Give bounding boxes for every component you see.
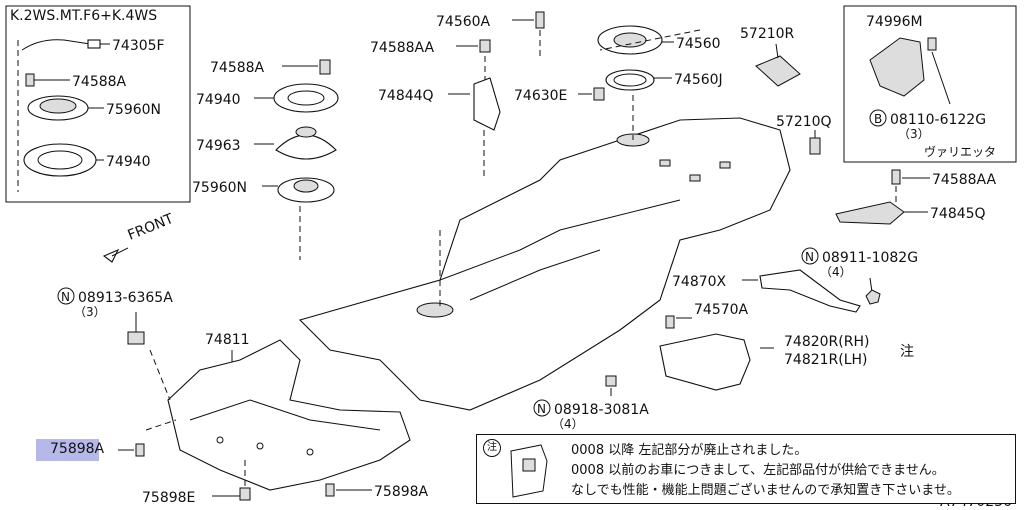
label-74560J: 74560J bbox=[674, 72, 723, 88]
label-74630E: 74630E bbox=[514, 88, 567, 104]
note-mark-label: 注 bbox=[900, 344, 914, 360]
bracket-74820R bbox=[659, 333, 751, 391]
label-08110: 08110-6122G bbox=[890, 112, 986, 128]
qty-08911: （4） bbox=[820, 265, 852, 279]
label-variety: ヴァリエッタ bbox=[924, 144, 996, 159]
qty-08918: （4） bbox=[552, 417, 584, 431]
label-74940-inset: 74940 bbox=[106, 154, 151, 170]
qty-08110: （3） bbox=[898, 127, 930, 141]
label-57210Q: 57210Q bbox=[776, 114, 832, 130]
shift-plate bbox=[273, 83, 339, 113]
clip-part bbox=[127, 331, 145, 345]
bracket-74845Q bbox=[835, 201, 905, 225]
label-74870X: 74870X bbox=[672, 274, 727, 290]
bolt-part bbox=[25, 73, 35, 87]
label-74588A: 74588A bbox=[210, 60, 265, 76]
label-74560A: 74560A bbox=[436, 14, 491, 30]
label-74820R: 74820R(RH) bbox=[784, 334, 869, 350]
b-symbol-label: B bbox=[874, 112, 882, 126]
n-symbol-label-2: N bbox=[805, 250, 814, 264]
bracket-illustration bbox=[510, 444, 548, 498]
bracket-74844Q bbox=[473, 77, 501, 131]
qty-08913: （3） bbox=[74, 305, 106, 319]
inset-box-right bbox=[843, 5, 1017, 163]
label-08911: 08911-1082G bbox=[822, 250, 918, 266]
label-75960N-inset: 75960N bbox=[106, 102, 161, 118]
label-74940: 74940 bbox=[196, 92, 241, 108]
label-front: FRONT bbox=[126, 211, 177, 244]
pad-57210R bbox=[755, 55, 801, 87]
inset-title: K.2WS.MT.F6+K.4WS bbox=[10, 8, 157, 24]
note-line-1: 0008 以降 左記部分が廃止されました。 bbox=[571, 443, 808, 458]
b-symbol-icon bbox=[869, 109, 887, 127]
label-75898A-highlight[interactable]: 75898A bbox=[50, 441, 105, 457]
label-08913: 08913-6365A bbox=[78, 290, 173, 306]
n-symbol-label: N bbox=[61, 290, 70, 304]
n-symbol-icon bbox=[57, 287, 75, 305]
label-74996M: 74996M bbox=[866, 14, 923, 30]
n-symbol-label-3: N bbox=[537, 402, 546, 416]
bracket-74996M bbox=[869, 37, 925, 97]
n-symbol-icon-2 bbox=[801, 247, 819, 265]
label-08918: 08918-3081A bbox=[554, 402, 649, 418]
label-74963: 74963 bbox=[196, 138, 241, 154]
label-74588AA-right: 74588AA bbox=[932, 172, 997, 188]
plate-part bbox=[23, 143, 97, 177]
front-arrow-icon bbox=[102, 248, 120, 263]
note-line-3: なしでも性能・機能上問題ございませんので承知置き下さいませ。 bbox=[571, 483, 960, 498]
label-74821R: 74821R(LH) bbox=[784, 352, 868, 368]
under-cover bbox=[167, 339, 411, 491]
floor-panel bbox=[298, 117, 791, 411]
label-57210R: 57210R bbox=[740, 26, 795, 42]
n-symbol-icon-3 bbox=[533, 399, 551, 417]
label-74570A: 74570A bbox=[694, 302, 749, 318]
label-74588A-inset: 74588A bbox=[72, 74, 127, 90]
label-74305F: 74305F bbox=[112, 38, 165, 54]
inset-box-left bbox=[5, 5, 191, 203]
label-75960N: 75960N bbox=[192, 180, 247, 196]
label-74560: 74560 bbox=[676, 36, 721, 52]
harness-part bbox=[21, 39, 91, 51]
label-74844Q: 74844Q bbox=[378, 88, 434, 104]
label-74811: 74811 bbox=[205, 332, 250, 348]
note-box: 注 0008 以降 左記部分が廃止されました。 0008 以前のお車につきまして… bbox=[476, 434, 1016, 504]
shift-boot bbox=[275, 134, 337, 160]
label-74845Q: 74845Q bbox=[930, 206, 986, 222]
label-75898E: 75898E bbox=[142, 490, 195, 506]
label-74588AA-top: 74588AA bbox=[370, 40, 435, 56]
label-75898A-bottom: 75898A bbox=[374, 484, 429, 500]
note-line-2: 0008 以前のお車につきまして、左記部品付が供給できません。 bbox=[571, 463, 945, 478]
bracket-74870X bbox=[759, 269, 861, 313]
highlight-box[interactable] bbox=[36, 439, 99, 461]
note-mark-icon: 注 bbox=[483, 439, 501, 457]
